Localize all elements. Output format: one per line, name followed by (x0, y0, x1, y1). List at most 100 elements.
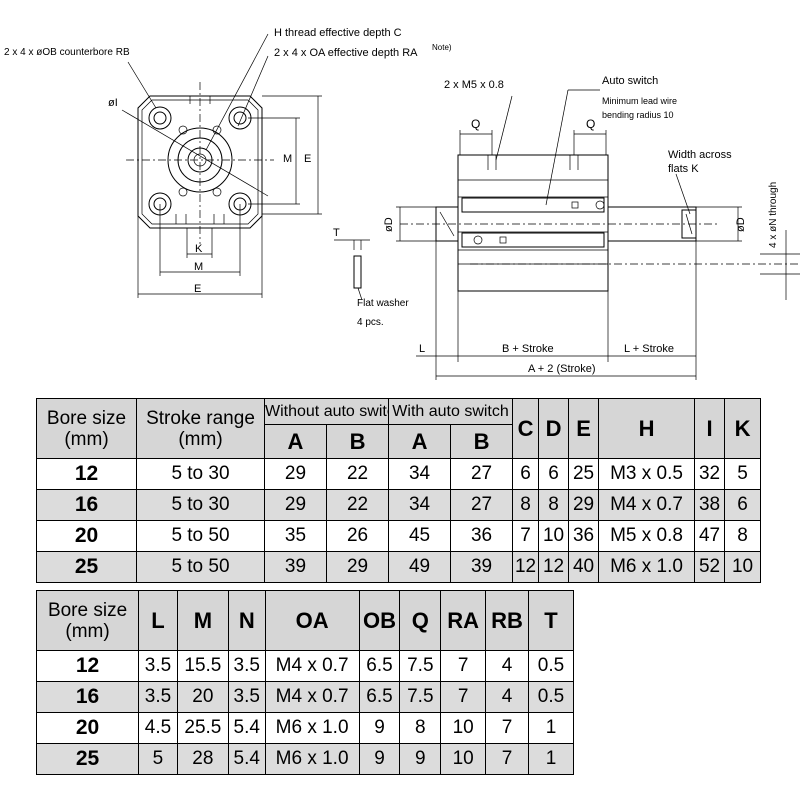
cell-b2: 27 (450, 489, 514, 521)
label-width-flats-1: Width across (668, 149, 732, 161)
cell-l: 5 (138, 743, 178, 775)
cell-q: 7.5 (399, 681, 442, 713)
cell-stroke: 5 to 50 (136, 551, 265, 583)
cell-ob: 6.5 (358, 650, 401, 682)
cell-i: 32 (694, 458, 726, 490)
bore-size-header: Bore size(mm) (36, 398, 137, 459)
technical-drawing: H thread effective depth C 2 x 4 x OA ef… (4, 27, 800, 380)
col-header-k: K (724, 398, 762, 459)
col-header-i: I (694, 398, 726, 459)
cell-d: 10 (538, 520, 570, 552)
cell-a2: 34 (388, 458, 452, 490)
label-auto-switch: Auto switch (602, 75, 658, 87)
cell-i: 47 (694, 520, 726, 552)
label-phi-d-right: øD (735, 217, 747, 232)
cell-b2: 39 (450, 551, 514, 583)
cell-i: 52 (694, 551, 726, 583)
col-header-d: D (538, 398, 570, 459)
cell-oa: M4 x 0.7 (264, 681, 360, 713)
col-header-t: T (528, 590, 574, 651)
without-auto-switch-header: Without auto switch (263, 398, 390, 425)
cell-t: 0.5 (528, 681, 574, 713)
cell-a2: 45 (388, 520, 452, 552)
cell-t: 1 (528, 712, 574, 744)
cell-oa: M4 x 0.7 (264, 650, 360, 682)
label-lead-wire-2: bending radius 10 (602, 110, 674, 120)
cell-a1: 29 (264, 458, 327, 490)
cell-a1: 29 (264, 489, 327, 521)
cell-stroke: 5 to 30 (136, 489, 265, 521)
label-counterbore: 2 x 4 x øOB counterbore RB (4, 47, 130, 58)
cell-k: 8 (724, 520, 762, 552)
cell-bore: 16 (35, 681, 140, 713)
label-note: Note) (432, 43, 452, 52)
cell-bore: 12 (35, 650, 140, 682)
label-phi-i: øI (108, 97, 118, 109)
cell-rb: 4 (485, 681, 529, 713)
cell-ob: 6.5 (358, 681, 401, 713)
cell-h: M6 x 1.0 (598, 551, 696, 583)
col-header-c: C (512, 398, 540, 459)
label-m5-port: 2 x M5 x 0.8 (444, 79, 504, 91)
cell-k: 6 (724, 489, 762, 521)
cell-b2: 27 (450, 458, 514, 490)
cell-stroke: 5 to 50 (136, 520, 265, 552)
col-header-q: Q (399, 590, 442, 651)
cell-i: 38 (694, 489, 726, 521)
cell-oa: M6 x 1.0 (264, 712, 360, 744)
cell-c: 6 (512, 458, 540, 490)
label-k-bottom: K (195, 243, 203, 255)
label-m-vertical: M (283, 153, 292, 165)
cell-b1: 29 (325, 551, 390, 583)
cell-ra: 10 (440, 743, 487, 775)
label-width-flats-2: flats K (668, 163, 699, 175)
cell-l: 4.5 (138, 712, 178, 744)
cell-q: 7.5 (399, 650, 442, 682)
label-washer-qty: 4 pcs. (357, 317, 384, 328)
cell-q: 8 (399, 712, 442, 744)
col-header-ra: RA (440, 590, 487, 651)
col-header-h: H (598, 398, 696, 459)
label-b-stroke: B + Stroke (502, 343, 554, 355)
col-header-oa: OA (264, 590, 360, 651)
label-flat-washer: Flat washer (357, 298, 409, 309)
col-header-l: L (138, 590, 178, 651)
cell-m: 20 (176, 681, 229, 713)
cell-c: 8 (512, 489, 540, 521)
cell-k: 5 (724, 458, 762, 490)
label-l-stroke: L + Stroke (624, 343, 674, 355)
label-e-bottom: E (194, 283, 201, 295)
cell-ob: 9 (358, 743, 401, 775)
cell-m: 28 (176, 743, 229, 775)
label-l-dim: L (419, 343, 425, 355)
cell-n: 3.5 (227, 681, 266, 713)
with-auto-switch-header: With auto switch (388, 398, 514, 425)
cell-n: 3.5 (227, 650, 266, 682)
cell-h: M3 x 0.5 (598, 458, 696, 490)
cell-bore: 12 (36, 458, 137, 490)
cell-rb: 7 (485, 743, 529, 775)
col-header-rb: RB (485, 590, 529, 651)
flat-washer (334, 239, 370, 301)
cell-stroke: 5 to 30 (136, 458, 265, 490)
front-view (121, 33, 322, 298)
label-h-thread: H thread effective depth C (274, 27, 402, 39)
cell-bore: 16 (36, 489, 137, 521)
cell-rb: 4 (485, 650, 529, 682)
cell-d: 12 (538, 551, 570, 583)
col-header-b-without: B (325, 424, 390, 459)
label-phi-d-left: øD (383, 217, 395, 232)
cell-q: 9 (399, 743, 442, 775)
cell-d: 6 (538, 458, 570, 490)
cell-l: 3.5 (138, 650, 178, 682)
cell-ra: 10 (440, 712, 487, 744)
cell-m: 25.5 (176, 712, 229, 744)
cell-b1: 22 (325, 489, 390, 521)
label-t: T (333, 227, 340, 239)
cell-b1: 22 (325, 458, 390, 490)
cell-t: 0.5 (528, 650, 574, 682)
